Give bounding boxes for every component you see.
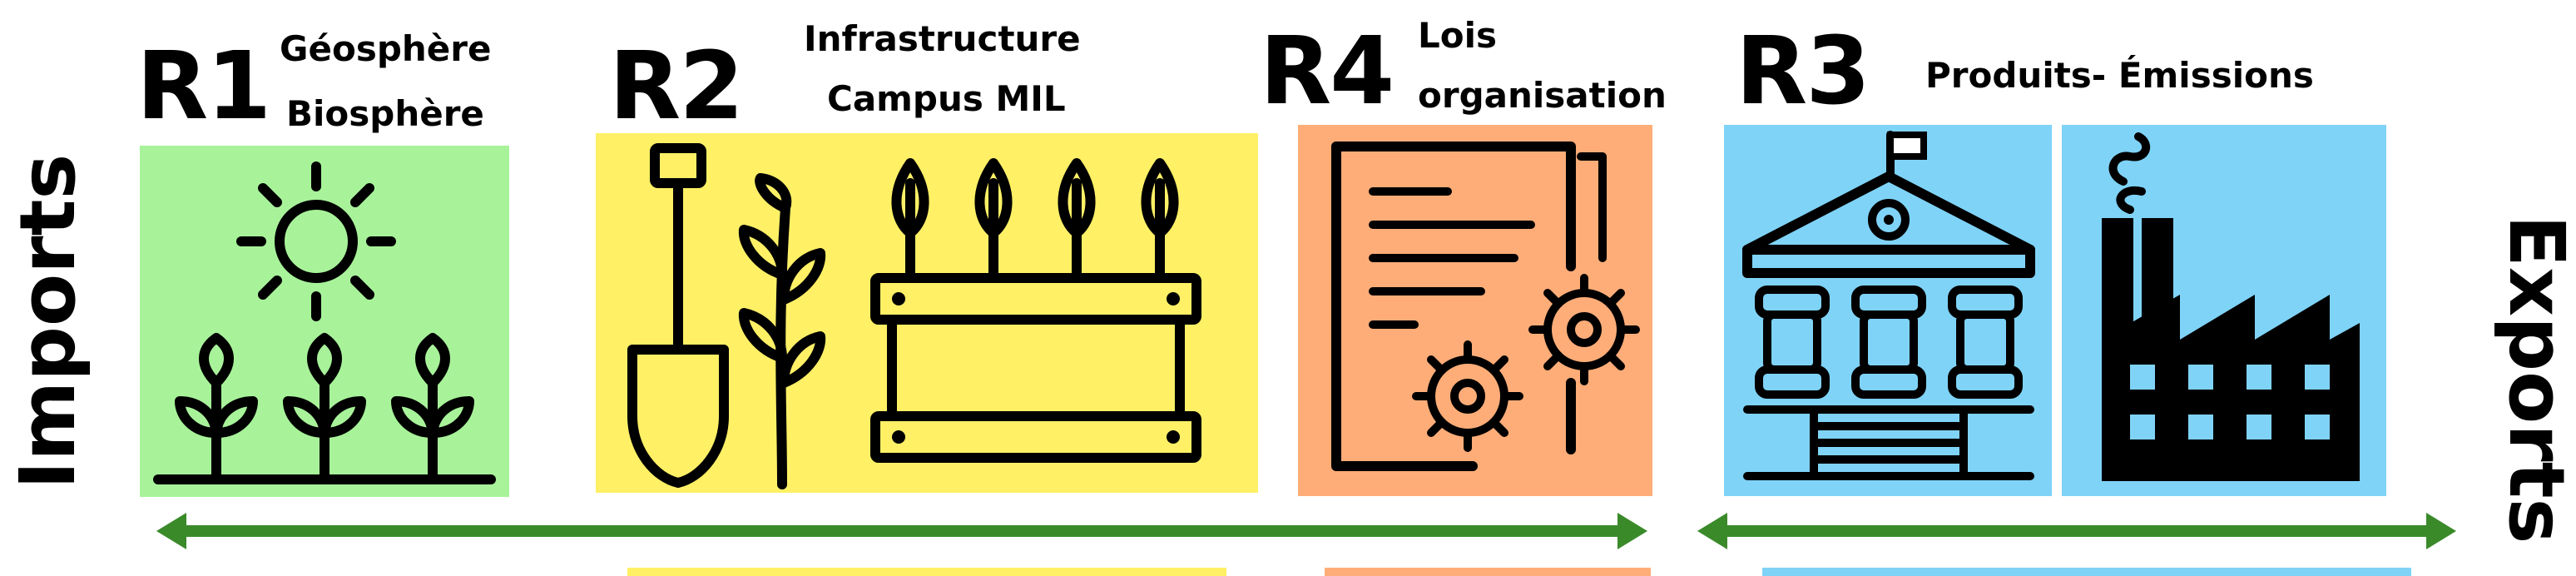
double-arrow-left	[156, 513, 1647, 549]
sprouts-icon	[153, 333, 496, 484]
r1-label-line2: Biosphère	[286, 93, 484, 134]
r2-code: R2	[609, 32, 744, 141]
r3-label: Produits- Émissions	[1925, 55, 2314, 96]
orange-strip	[1325, 568, 1651, 576]
r1-code: R1	[136, 32, 271, 141]
double-arrow-right	[1697, 513, 2456, 549]
imports-label: Imports	[3, 153, 92, 489]
factory-icon	[2102, 132, 2360, 481]
blue-strip	[1762, 568, 2411, 576]
yellow-strip	[627, 568, 1226, 576]
plant-icon	[738, 173, 826, 489]
r3-code: R3	[1736, 17, 1870, 126]
building-icon	[1742, 131, 2035, 480]
r1-label-line1: Géosphère	[280, 28, 492, 69]
r4-code: R4	[1260, 17, 1395, 126]
r2-label-line1: Infrastructure	[804, 18, 1081, 59]
exports-label: Exports	[2492, 215, 2576, 544]
r2-label-line2: Campus MIL	[827, 78, 1066, 119]
document-gears-icon	[1331, 142, 1640, 471]
shovel-icon	[627, 143, 729, 488]
r4-label-line1: Lois	[1418, 15, 1498, 56]
garden-box-icon	[870, 158, 1201, 463]
r4-label-line2: organisation	[1418, 75, 1667, 116]
sun-icon	[236, 161, 396, 321]
